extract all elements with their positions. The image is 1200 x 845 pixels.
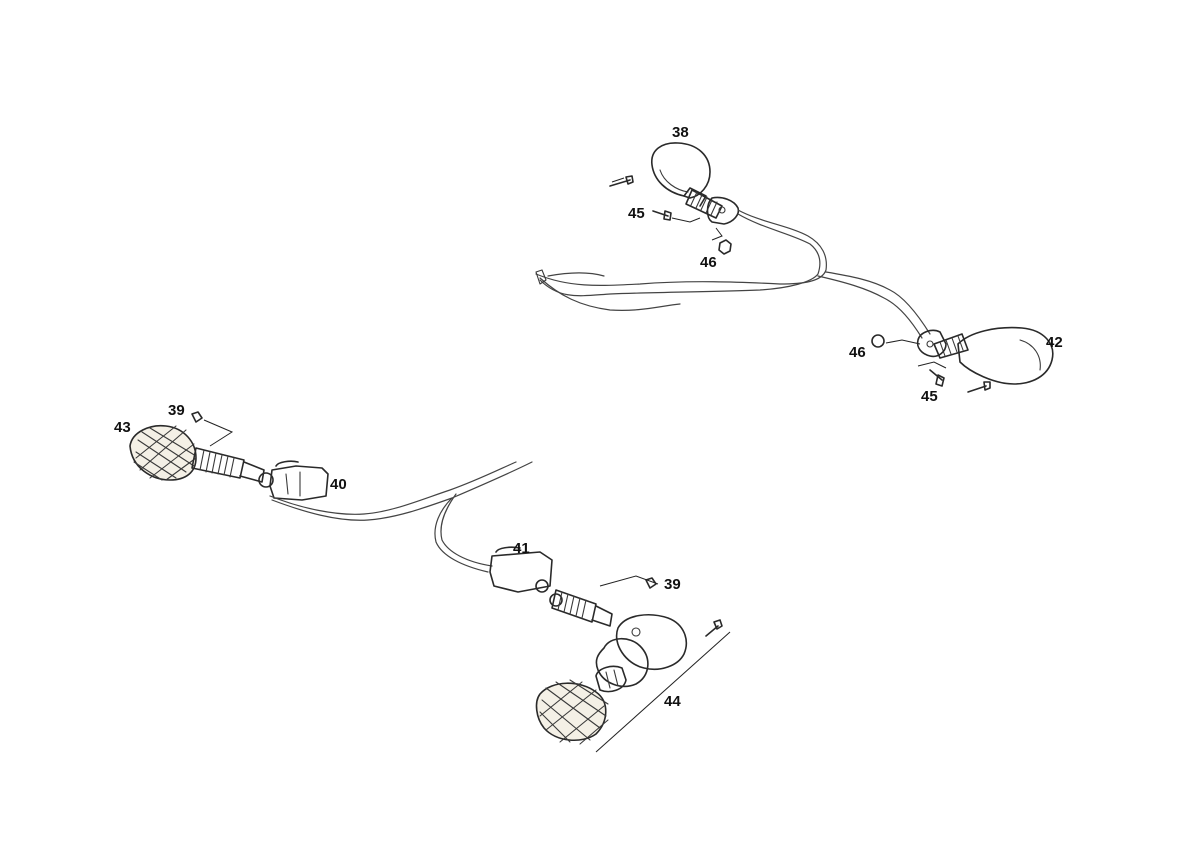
screw-44 xyxy=(705,619,723,637)
indicator-43 xyxy=(129,424,274,488)
callout-40: 40 xyxy=(330,476,347,493)
leader-44 xyxy=(595,631,731,753)
callout-46-right: 46 xyxy=(849,344,866,361)
callout-39-lower: 39 xyxy=(664,576,681,593)
bolt-45-top xyxy=(652,210,701,223)
callout-38: 38 xyxy=(672,124,689,141)
callout-43: 43 xyxy=(114,419,131,436)
callout-39-left: 39 xyxy=(168,402,185,419)
screw-42 xyxy=(967,381,991,393)
callout-44: 44 xyxy=(664,693,681,710)
screw-39-left xyxy=(191,411,234,447)
callout-41: 41 xyxy=(513,540,530,557)
washer-46-right xyxy=(871,334,921,348)
callout-42: 42 xyxy=(1046,334,1063,351)
front-wiring xyxy=(269,461,533,573)
indicator-44-housing xyxy=(595,614,688,693)
callout-45-right: 45 xyxy=(921,388,938,405)
indicator-42 xyxy=(916,326,1054,385)
bracket-40 xyxy=(269,460,329,501)
screw-39-lower xyxy=(599,575,659,589)
screw-38 xyxy=(609,175,634,187)
bracket-41 xyxy=(489,546,553,593)
bolt-45-right xyxy=(917,361,947,387)
nut-46-top xyxy=(711,227,732,255)
leaders-misc xyxy=(611,177,625,183)
indicator-44-stem xyxy=(549,589,613,627)
callout-45-top: 45 xyxy=(628,205,645,222)
indicator-38 xyxy=(651,142,740,225)
indicator-44-lens xyxy=(535,679,609,745)
callout-46-top: 46 xyxy=(700,254,717,271)
wiring-harness xyxy=(535,209,931,339)
